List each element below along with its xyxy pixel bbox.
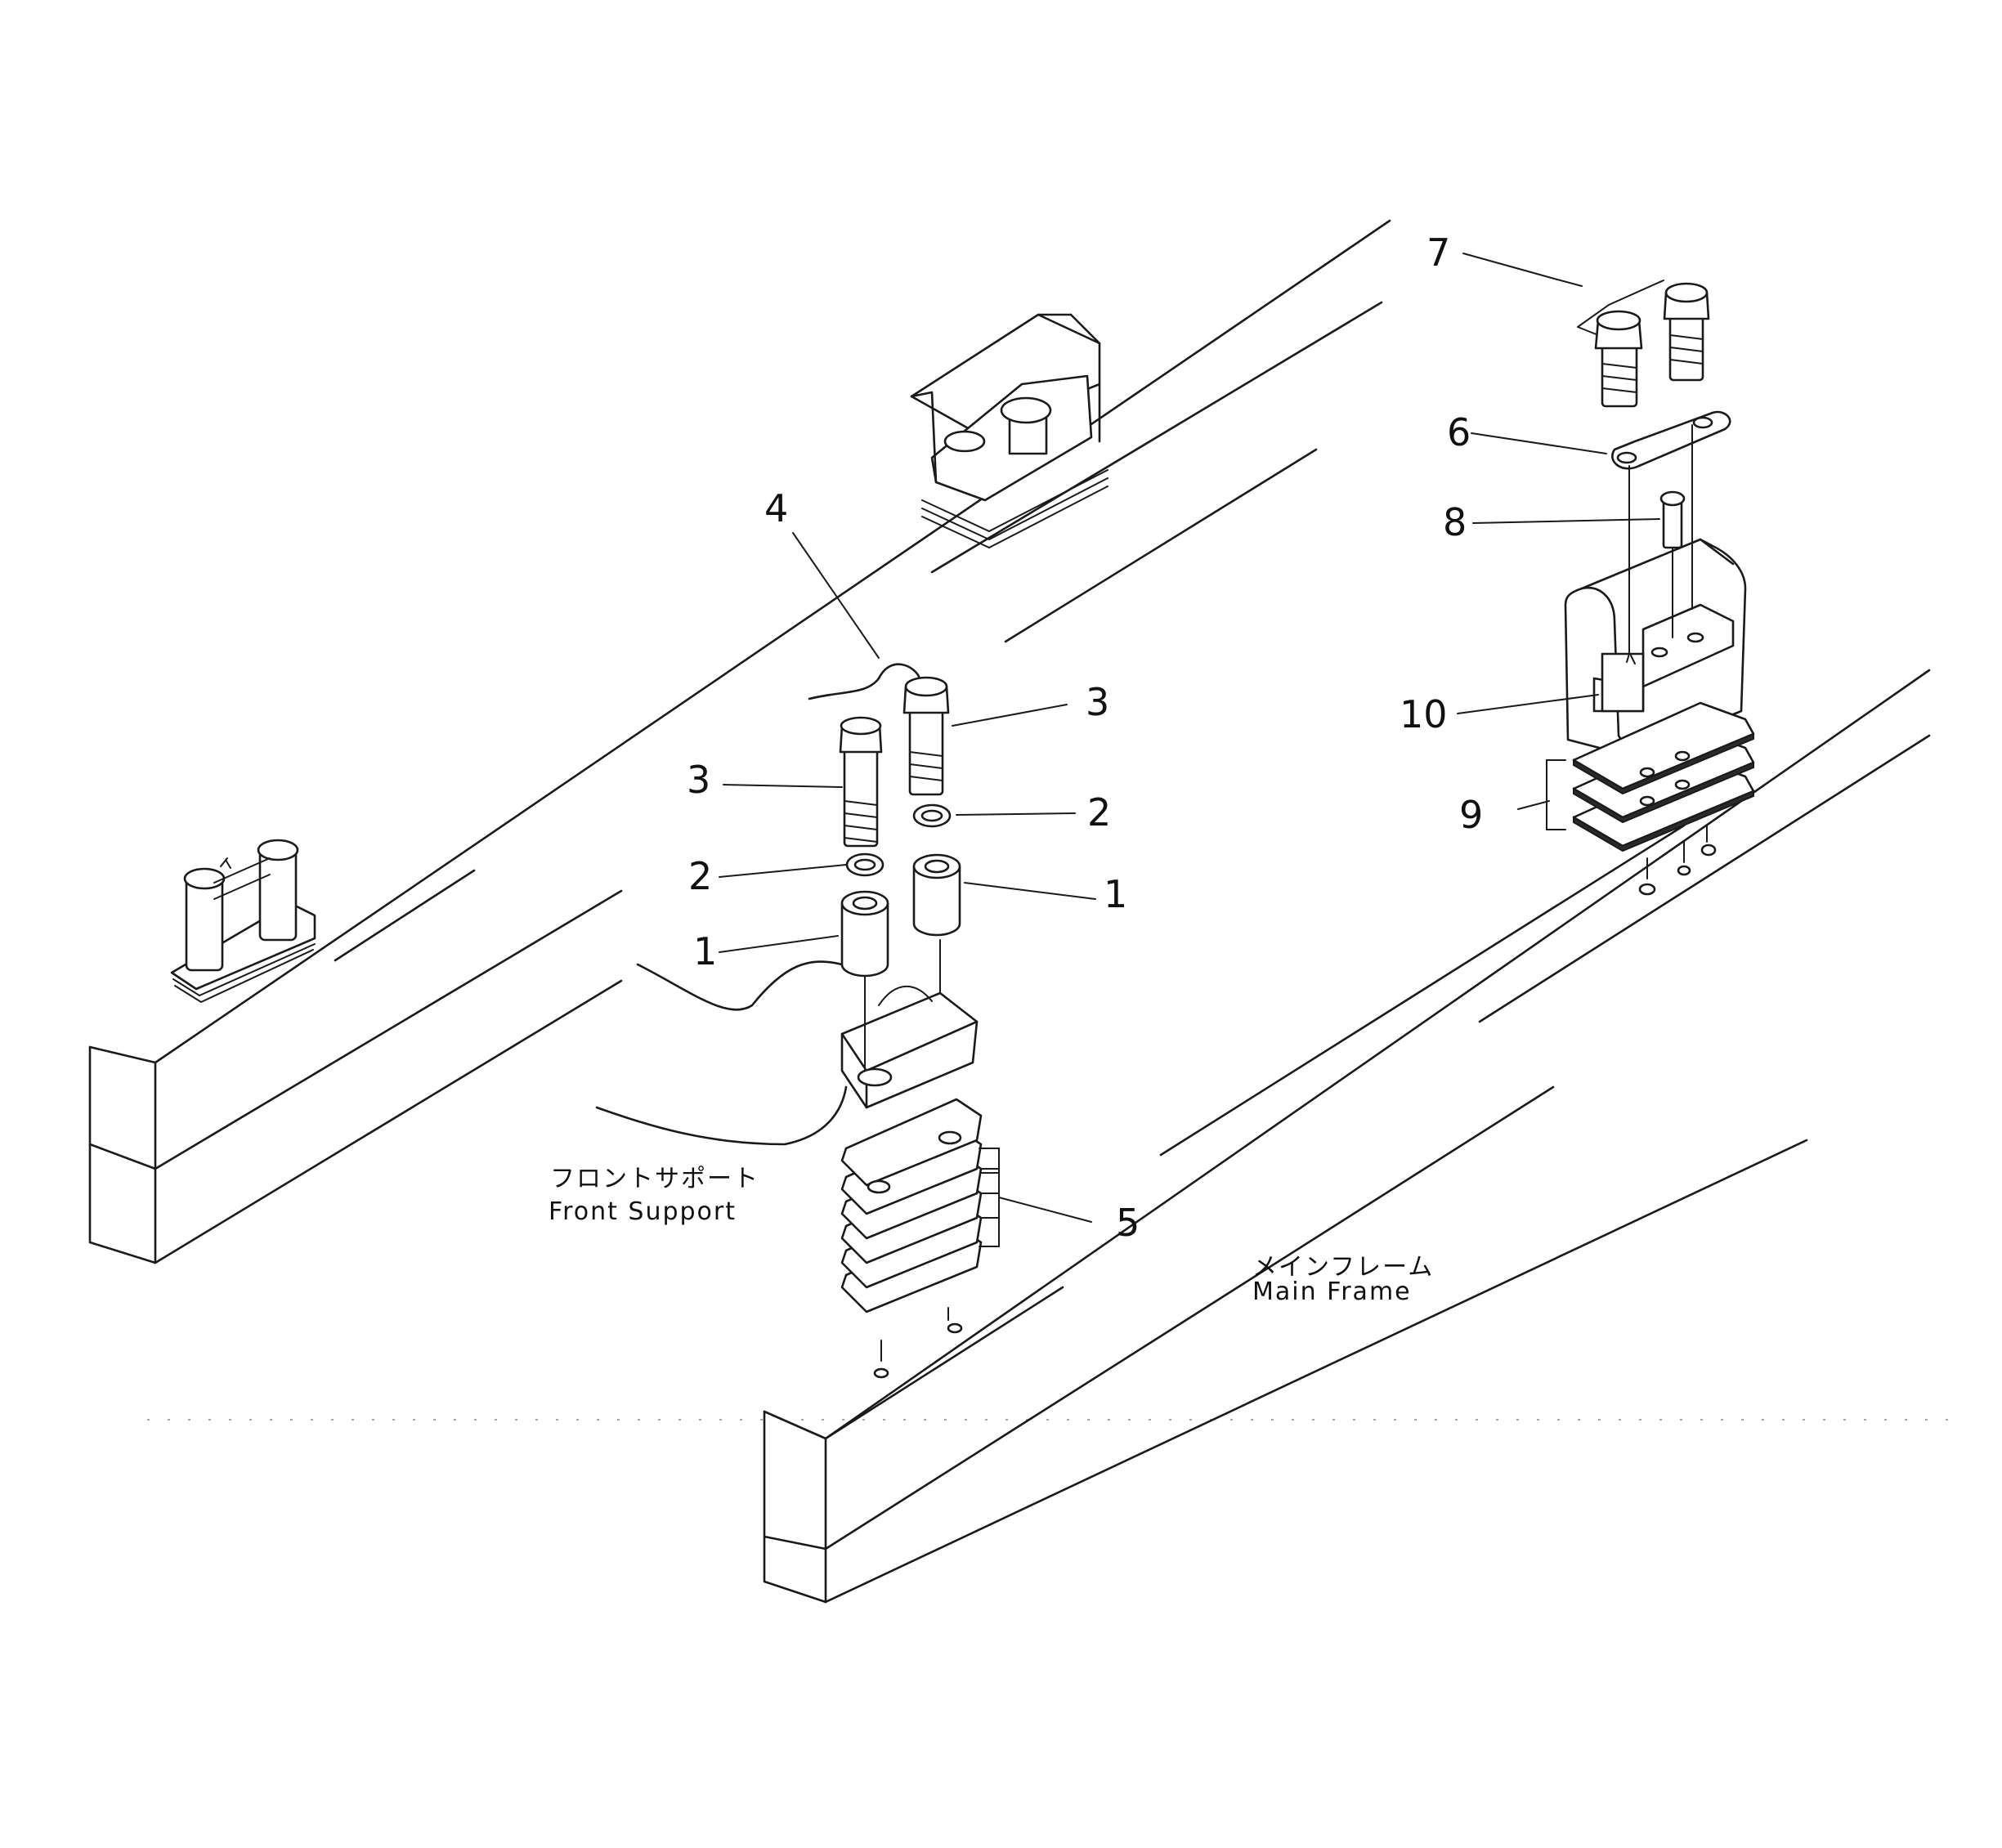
left-frame-beam <box>88 219 1391 1264</box>
spacer-part-1-right <box>912 853 961 937</box>
left-mount-assembly <box>170 839 316 1004</box>
bolt-part-3-right <box>902 676 950 796</box>
front-support-bracket <box>595 960 979 1146</box>
main-frame-label-en: Main Frame <box>1252 1277 1412 1306</box>
shim-stack-part-5 <box>840 1098 1092 1379</box>
callout-1-right: 1 <box>1104 872 1127 916</box>
callout-2-right: 2 <box>1087 790 1111 835</box>
captions: フロントサポート Front Support メインフレーム Main Fram… <box>549 1165 1434 1306</box>
callout-9: 9 <box>1459 793 1483 837</box>
spacer-part-1-left <box>840 890 889 978</box>
callout-7: 7 <box>1426 230 1450 275</box>
washer-part-2-right <box>912 803 952 828</box>
main-frame-label-jp: メインフレーム <box>1252 1253 1434 1282</box>
callout-3-right: 3 <box>1086 680 1109 724</box>
front-support-label-en: Front Support <box>549 1197 737 1226</box>
shim-stack-part-9 <box>1546 701 1755 896</box>
callout-leaders <box>719 253 1660 953</box>
callout-numbers: 1 1 2 2 3 3 4 5 6 7 8 9 10 <box>687 230 1483 1245</box>
callout-10: 10 <box>1400 692 1448 736</box>
callout-5: 5 <box>1116 1201 1140 1245</box>
front-support-label-jp: フロントサポート <box>550 1165 759 1193</box>
wire-part-4 <box>808 663 921 700</box>
upper-mount-assembly <box>910 313 1108 549</box>
bolt-part-3-left <box>839 716 883 848</box>
callout-3-left: 3 <box>687 758 710 802</box>
callout-6: 6 <box>1447 410 1471 454</box>
lock-plate-part-6 <box>1611 410 1731 470</box>
callout-2-left: 2 <box>688 854 712 898</box>
callout-8: 8 <box>1443 500 1467 544</box>
main-frame-beam <box>763 669 1931 1604</box>
washer-part-2-left <box>845 852 885 877</box>
bolt-pair-part-7 <box>1577 280 1710 408</box>
callout-1-left: 1 <box>693 929 717 973</box>
callout-4: 4 <box>764 486 788 530</box>
assembly-center-lines-front <box>864 939 949 1362</box>
screw-part-8 <box>1628 424 1693 655</box>
